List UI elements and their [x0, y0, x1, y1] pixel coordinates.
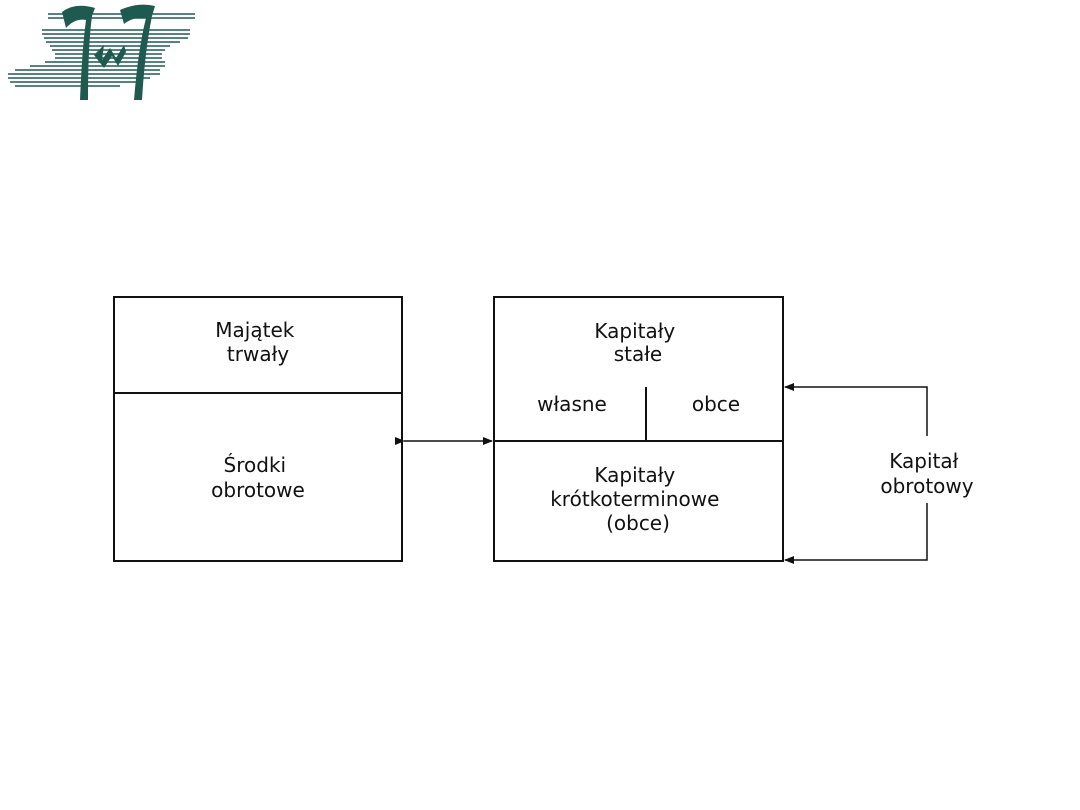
- working-capital-bracket: [784, 383, 928, 564]
- assets-box: [113, 296, 403, 562]
- current-assets-label: Środki obrotowe: [211, 453, 305, 502]
- fixed-capital-label: Kapitały stałe: [594, 319, 681, 366]
- foreign-capital-label: obce: [692, 392, 740, 416]
- company-logo: [8, 4, 195, 101]
- logo-glyph-left: [62, 5, 95, 100]
- fixed-assets-label: Majątek trwały: [215, 318, 300, 366]
- short-term-capital-label: Kapitały krótkoterminowe (obce): [550, 463, 726, 535]
- capital-box: [493, 296, 784, 562]
- own-capital-label: własne: [537, 392, 607, 416]
- logo-glyph-right: [120, 4, 155, 101]
- working-capital-label: Kapitał obrotowy: [880, 449, 973, 498]
- logo-glyph-middle: [94, 45, 126, 68]
